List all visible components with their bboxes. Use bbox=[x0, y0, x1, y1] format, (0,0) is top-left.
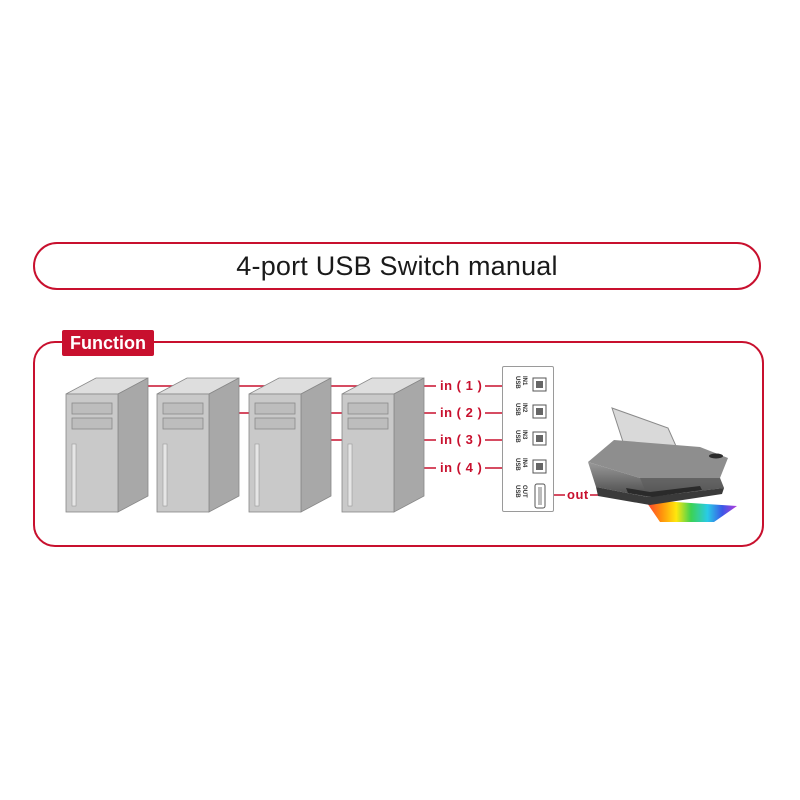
usb-a-port-icon bbox=[534, 483, 546, 509]
page-title: 4-port USB Switch manual bbox=[236, 250, 558, 281]
title-frame: 4-port USB Switch manual bbox=[33, 242, 761, 290]
port-in2-line2: IN2 bbox=[521, 403, 527, 413]
port-in1-line2: IN1 bbox=[521, 376, 527, 386]
input-label-3: in ( 3 ) bbox=[440, 432, 483, 447]
computer-tower-icon bbox=[65, 377, 149, 513]
function-label-text: Function bbox=[70, 332, 146, 353]
port-out-line2: OUT bbox=[521, 485, 527, 498]
computer-tower-icon bbox=[156, 377, 240, 513]
port-in4-line2: IN4 bbox=[521, 458, 527, 468]
computer-tower-icon bbox=[248, 377, 332, 513]
function-frame bbox=[33, 341, 764, 547]
usb-b-port-icon bbox=[532, 404, 547, 419]
printer-icon bbox=[588, 407, 737, 522]
output-label: out bbox=[567, 487, 589, 502]
function-label: Function bbox=[62, 330, 154, 356]
input-label-2: in ( 2 ) bbox=[440, 405, 483, 420]
port-in1-line1: USB bbox=[514, 376, 520, 389]
computer-towers bbox=[65, 377, 425, 513]
usb-port-icons bbox=[532, 377, 547, 509]
input-label-1: in ( 1 ) bbox=[440, 378, 483, 393]
input-label-4: in ( 4 ) bbox=[440, 460, 483, 475]
computer-tower-icon bbox=[341, 377, 425, 513]
port-in3-line1: USB bbox=[514, 430, 520, 443]
usb-b-port-icon bbox=[532, 431, 547, 446]
port-in2-line1: USB bbox=[514, 403, 520, 416]
usb-b-port-icon bbox=[532, 377, 547, 392]
port-out-line1: USB bbox=[514, 485, 520, 498]
port-in4-line1: USB bbox=[514, 458, 520, 471]
usb-switch-panel: USB IN1 USB IN2 USB IN3 USB IN4 USB OUT bbox=[502, 366, 554, 512]
port-in3-line2: IN3 bbox=[521, 430, 527, 440]
usb-b-port-icon bbox=[532, 459, 547, 474]
